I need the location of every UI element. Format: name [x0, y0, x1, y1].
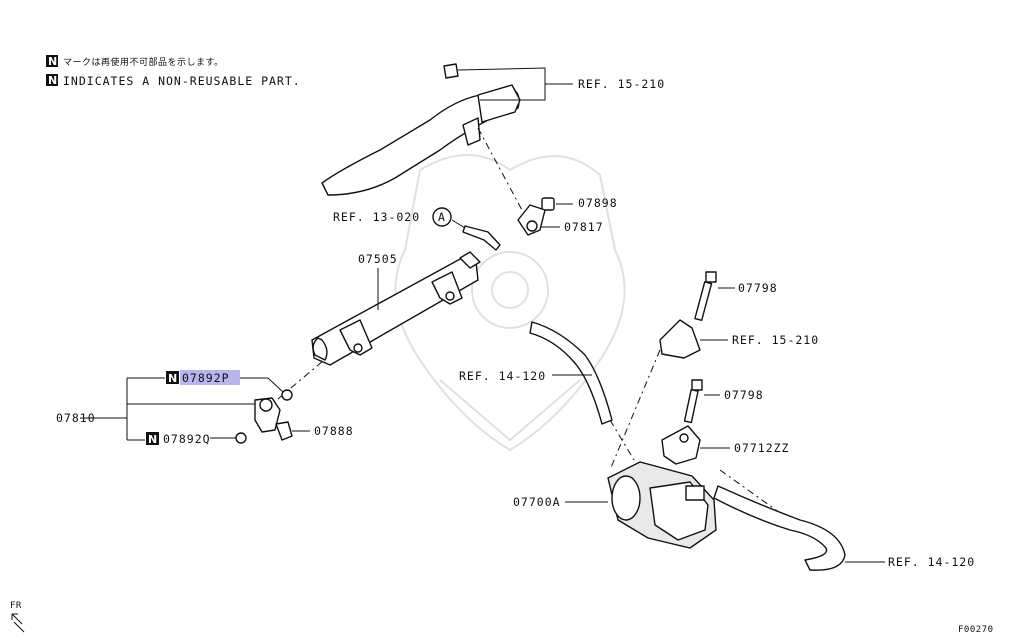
- bracket-ref-15-210: [659, 319, 701, 359]
- throttle-body-07700A: [607, 461, 717, 549]
- label-ref-14-120-left: REF. 14-120: [459, 369, 546, 383]
- highlight-07892P: [180, 370, 240, 385]
- injector-group: [80, 377, 284, 441]
- label-07798-mid: 07798: [724, 388, 764, 402]
- label-ref-15-210-top: REF. 15-210: [578, 77, 665, 91]
- label-07898: 07898: [578, 196, 618, 210]
- bolt-07798-mid: [683, 379, 703, 424]
- figure-code: F00270: [958, 625, 994, 635]
- note-text-en: INDICATES A NON-REUSABLE PART.: [63, 74, 301, 88]
- bracket-07817: [517, 204, 546, 236]
- o-ring-07892Q: [235, 432, 247, 444]
- label-07888: 07888: [314, 424, 354, 438]
- label-07892Q: 07892Q: [163, 432, 211, 446]
- callout-circle-a: [432, 207, 452, 227]
- badge-07892P: N: [168, 372, 177, 385]
- note-text-jp: マークは再使用不可部品を示します。: [63, 56, 224, 68]
- non-reusable-note: N マークは再使用不可部品を示します。 N INDICATES A NON-RE…: [46, 55, 301, 88]
- label-ref-13-020: REF. 13-020: [333, 210, 420, 224]
- coolant-hose-right: [713, 485, 846, 571]
- front-arrow-icon: [11, 613, 25, 633]
- coolant-hose-left: [529, 321, 613, 425]
- label-07892P: 07892P: [182, 371, 230, 385]
- fuel-pipe: [462, 225, 501, 251]
- intake-hose-top: [321, 63, 521, 196]
- label-ref-14-120-right: REF. 14-120: [888, 555, 975, 569]
- bracket-07712ZZ: [661, 425, 701, 465]
- label-07817: 07817: [564, 220, 604, 234]
- note-badge-2: N: [48, 74, 57, 87]
- fr-label: FR: [10, 601, 22, 611]
- label-07810: 07810: [56, 411, 96, 425]
- label-07700A: 07700A: [513, 495, 561, 509]
- label-ref-15-210-mid: REF. 15-210: [732, 333, 819, 347]
- bolt-07798-top: [694, 271, 717, 322]
- fuel-rail-07505: [311, 251, 481, 366]
- watermark-emblem: [394, 154, 626, 452]
- badge-07892Q: N: [148, 433, 157, 446]
- o-ring-07892P: [281, 389, 293, 401]
- clip-07888: [275, 421, 293, 441]
- note-badge-1: N: [48, 55, 57, 68]
- injector-07810: [254, 397, 281, 433]
- label-07712ZZ: 07712ZZ: [734, 441, 789, 455]
- bolt-07898: [541, 197, 555, 211]
- label-07505: 07505: [358, 252, 398, 266]
- label-07798-top: 07798: [738, 281, 778, 295]
- callout-a-text: A: [438, 210, 446, 224]
